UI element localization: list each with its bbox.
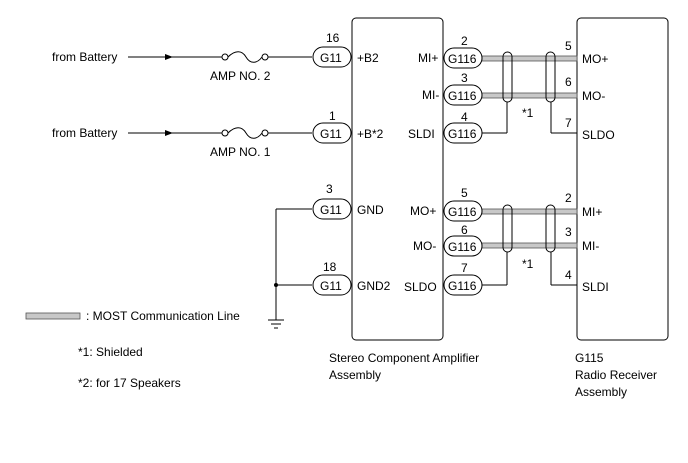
terminal-gnd: GND (357, 203, 384, 217)
connector-label: G116 (448, 205, 477, 219)
radio-pin-2: 2 (565, 191, 572, 205)
amp-name-line2: Assembly (329, 368, 381, 382)
amp-pin-7: 7 (461, 261, 468, 275)
connector-label: G116 (448, 240, 477, 254)
connector-g116 (443, 200, 483, 222)
most-line (481, 55, 578, 62)
amp-terminal-mi-minus: MI- (422, 88, 439, 102)
battery-line-1: from Battery AMP NO. 2 16 G11 +B2 (52, 31, 379, 83)
amplifier-box (351, 17, 444, 341)
legend-note-shielded: *1: Shielded (78, 345, 143, 359)
terminal-b2-star: +B*2 (357, 127, 384, 141)
battery-line-2: from Battery AMP NO. 1 1 G11 +B*2 (52, 109, 384, 159)
connector-g11-b (312, 122, 352, 144)
pin-1: 1 (329, 109, 336, 123)
amp-pin-5: 5 (461, 186, 468, 200)
radio-terminal-sldo: SLDO (582, 128, 615, 142)
most-line-swatch (25, 312, 81, 320)
terminal-gnd2: GND2 (357, 279, 391, 293)
amp-terminal-mi-plus: MI+ (418, 51, 438, 65)
shield-note-lower: *1 (522, 257, 534, 271)
most-line (481, 208, 578, 215)
radio-terminal-mo-minus: MO- (582, 89, 605, 103)
shield-note-upper: *1 (522, 106, 534, 120)
amp-terminal-sldo: SLDO (404, 280, 437, 294)
pin-16: 16 (326, 31, 340, 45)
radio-pin-7: 7 (565, 116, 572, 130)
amp-terminal-mo-minus: MO- (413, 239, 436, 253)
terminal-b2: +B2 (357, 51, 379, 65)
most-group-lower: *1 MO+ 5 G116 MO- 6 G116 SLDO 7 G116 2 M… (404, 186, 609, 296)
amp-pin-4: 4 (461, 110, 468, 124)
radio-pin-6: 6 (565, 75, 572, 89)
ground-lines: 3 G11 GND 18 G11 GND2 (268, 182, 391, 329)
connector-label: G116 (448, 127, 477, 141)
connector-g116 (443, 274, 483, 296)
connector-g11-a (312, 46, 352, 68)
amp-name-line1: Stereo Component Amplifier (329, 351, 479, 365)
amp-pin-6: 6 (461, 223, 468, 237)
radio-pin-3: 3 (565, 225, 572, 239)
connector-g11-d (312, 274, 352, 296)
connector-label: G11 (320, 127, 342, 141)
pin-18: 18 (323, 260, 337, 274)
connector-g116 (443, 47, 483, 69)
connector-label: G11 (320, 51, 342, 65)
radio-terminal-sldi: SLDI (582, 280, 609, 294)
connector-g11-c (312, 198, 352, 220)
radio-terminal-mi-plus: MI+ (582, 205, 602, 219)
amp-terminal-mo-plus: MO+ (410, 204, 436, 218)
most-line (481, 242, 578, 249)
most-group-upper: *1 MI+ 2 G116 MI- 3 G116 SLDI 4 G116 5 M… (408, 34, 615, 144)
connector-label: G116 (448, 279, 477, 293)
battery-label-1: from Battery (52, 50, 117, 64)
radio-terminal-mo-plus: MO+ (582, 52, 608, 66)
connector-g116 (443, 122, 483, 144)
connector-g116 (443, 235, 483, 257)
connector-label: G116 (448, 52, 477, 66)
amp-terminal-sldi: SLDI (408, 127, 435, 141)
fuse-label-1: AMP NO. 2 (210, 69, 271, 83)
battery-label-2: from Battery (52, 126, 117, 140)
legend-note-speakers: *2: for 17 Speakers (78, 376, 181, 390)
radio-name-line1: Radio Receiver (575, 368, 657, 382)
connector-label: G116 (448, 89, 477, 103)
connector-g116 (443, 84, 483, 106)
radio-receiver-box (576, 17, 669, 341)
radio-connector-id: G115 (575, 351, 604, 365)
connector-label: G11 (320, 279, 342, 293)
amp-pin-3: 3 (461, 71, 468, 85)
legend: : MOST Communication Line *1: Shielded *… (25, 309, 240, 390)
connector-label: G11 (320, 203, 342, 217)
radio-pin-4: 4 (565, 268, 572, 282)
fuse-label-2: AMP NO. 1 (210, 145, 271, 159)
radio-name-line2: Assembly (575, 385, 627, 399)
radio-pin-5: 5 (565, 39, 572, 53)
pin-3: 3 (326, 182, 333, 196)
radio-terminal-mi-minus: MI- (582, 239, 599, 253)
legend-most-line: : MOST Communication Line (86, 309, 240, 323)
amp-pin-2: 2 (461, 34, 468, 48)
most-line (481, 92, 578, 99)
